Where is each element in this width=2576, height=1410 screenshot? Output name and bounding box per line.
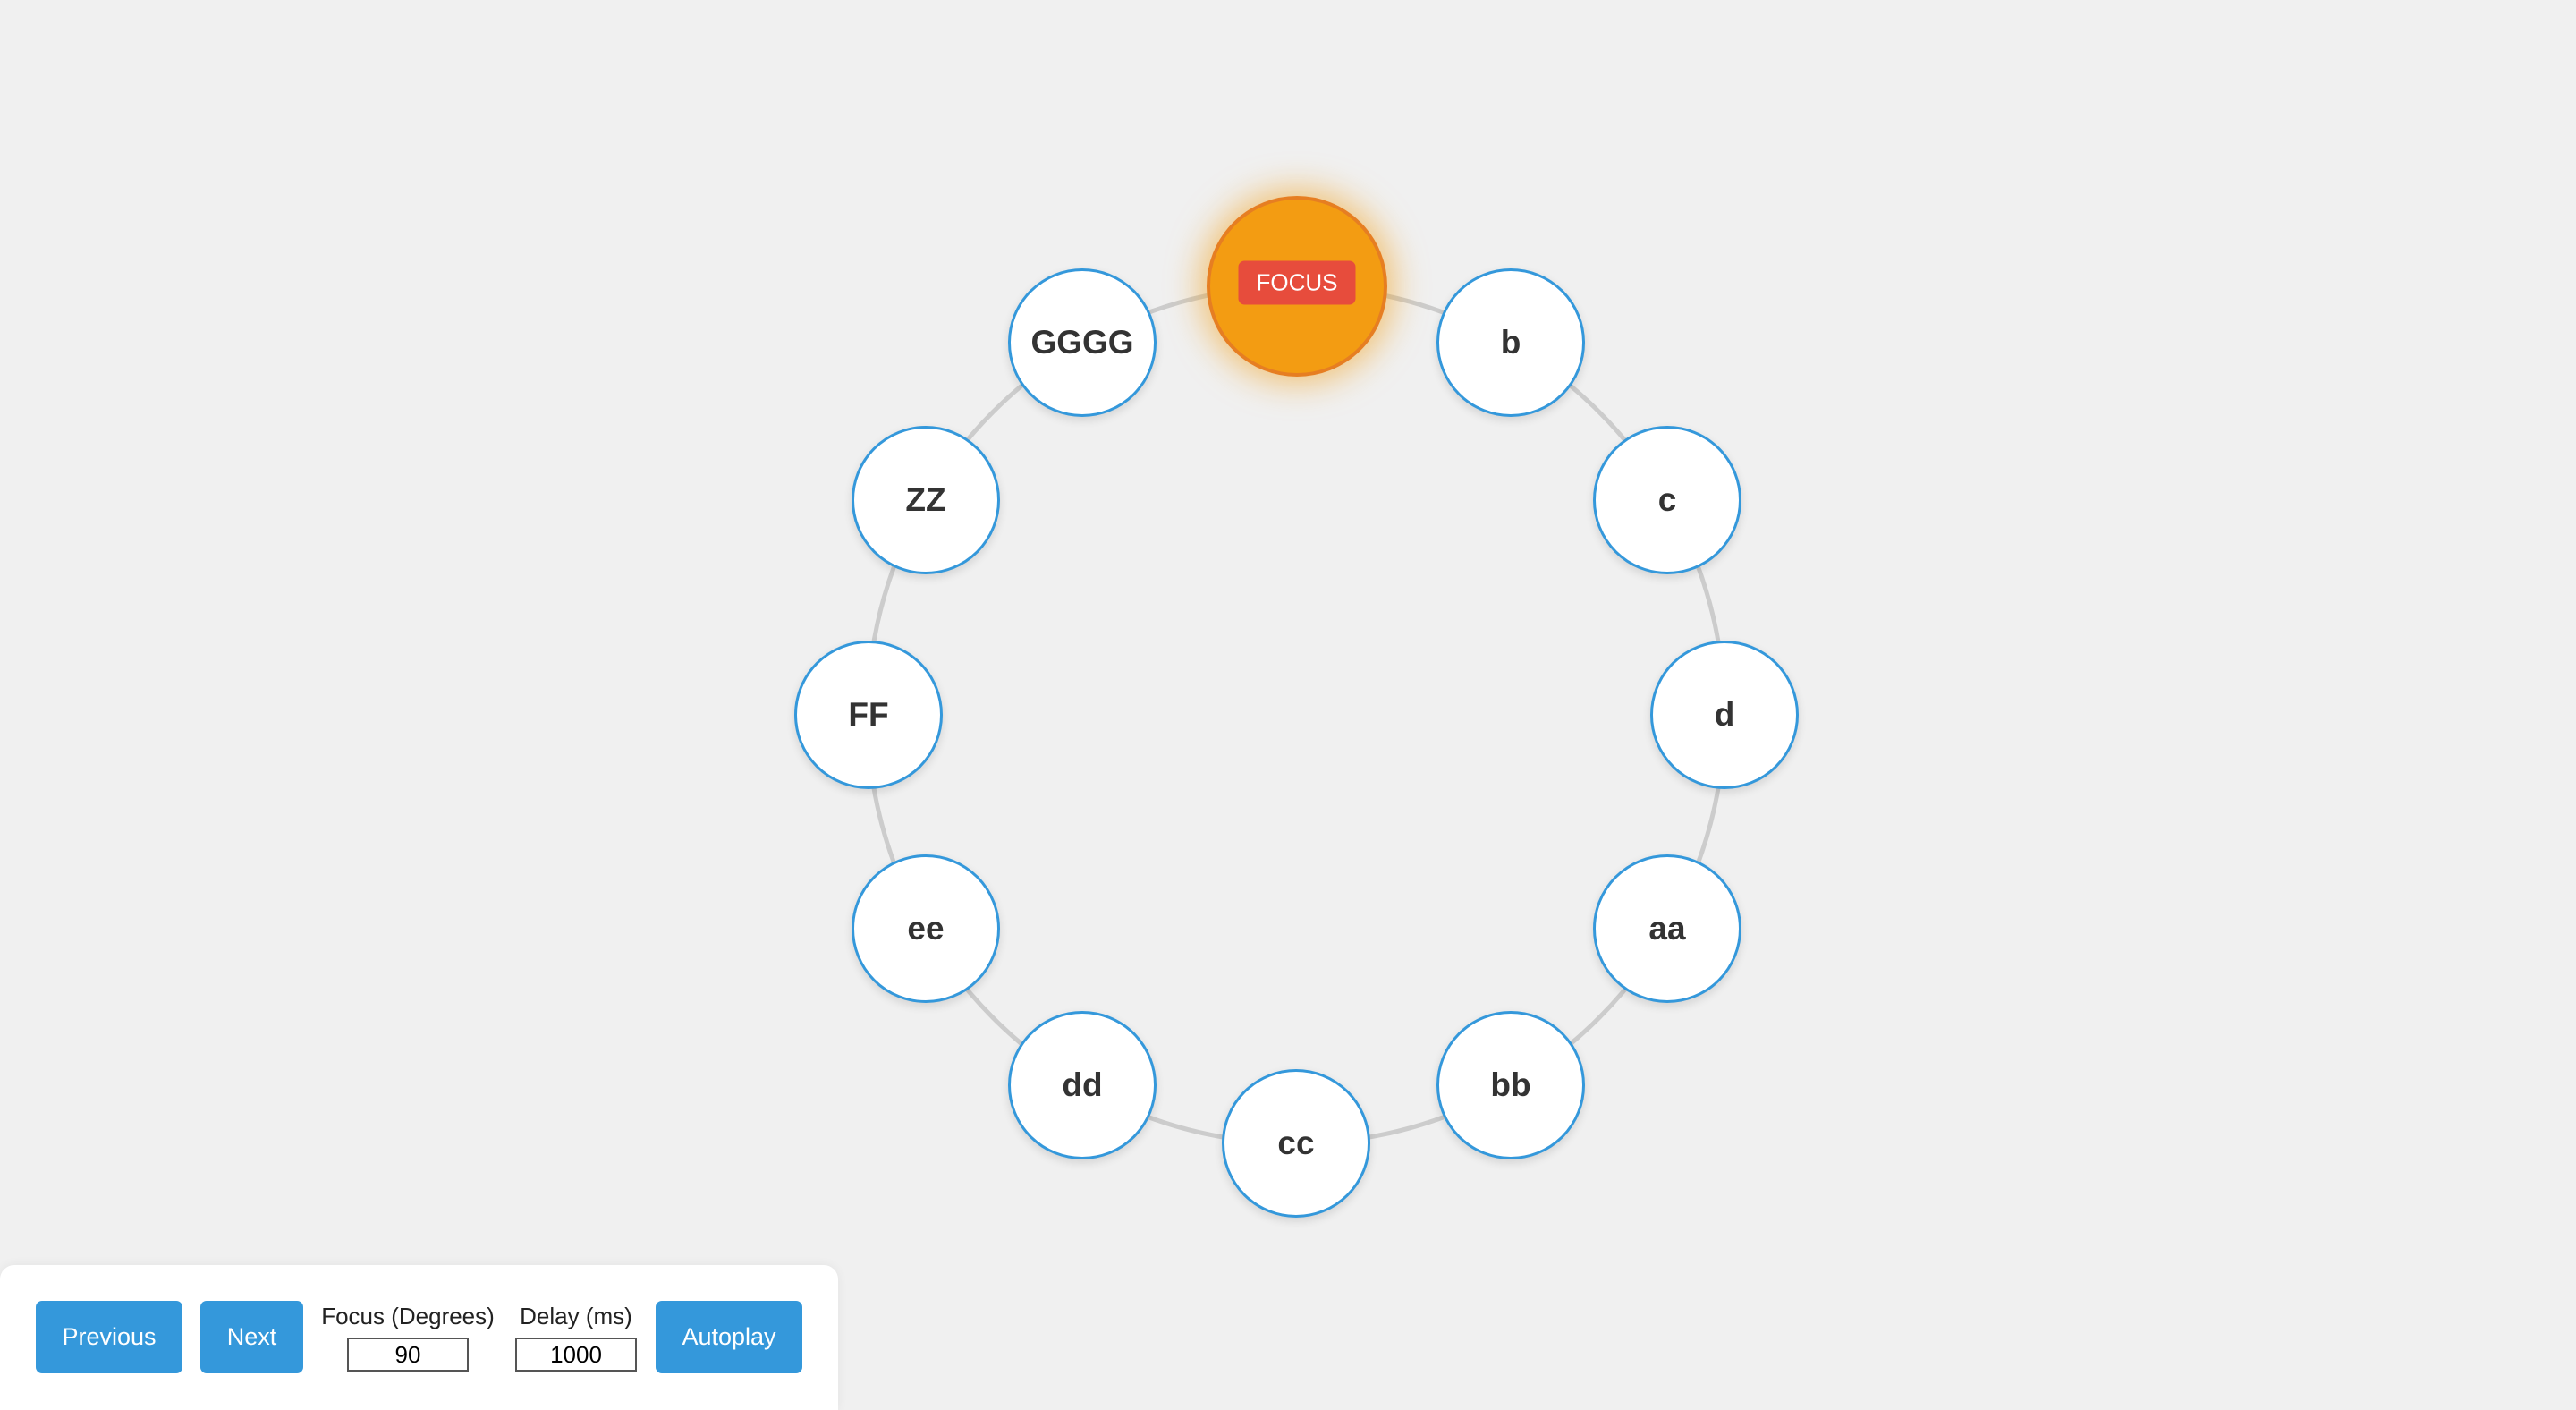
- node-label: d: [1714, 696, 1735, 733]
- autoplay-button[interactable]: Autoplay: [656, 1301, 802, 1373]
- node-c[interactable]: c: [1593, 426, 1741, 574]
- node-label: aa: [1648, 910, 1686, 947]
- node-bb[interactable]: bb: [1436, 1011, 1585, 1159]
- control-panel: Previous Next Focus (Degrees) Delay (ms)…: [0, 1265, 838, 1410]
- node-GGGG[interactable]: GGGG: [1008, 268, 1157, 417]
- node-focus[interactable]: FOCUS: [1207, 196, 1387, 377]
- node-dd[interactable]: dd: [1008, 1011, 1157, 1159]
- node-label: ZZ: [905, 481, 946, 518]
- node-label: cc: [1277, 1125, 1315, 1161]
- node-aa[interactable]: aa: [1593, 854, 1741, 1003]
- node-ee[interactable]: ee: [852, 854, 1000, 1003]
- node-label: bb: [1490, 1066, 1531, 1103]
- node-label: dd: [1062, 1066, 1103, 1103]
- delay-input[interactable]: [515, 1338, 637, 1372]
- focus-badge: FOCUS: [1238, 260, 1356, 305]
- node-label: FF: [848, 696, 889, 733]
- node-label: ee: [907, 910, 945, 947]
- node-b[interactable]: b: [1436, 268, 1585, 417]
- node-label: c: [1657, 481, 1677, 518]
- node-label: GGGG: [1030, 324, 1134, 361]
- ring-circle: [865, 284, 1727, 1146]
- focus-degrees-field: Focus (Degrees): [318, 1303, 498, 1372]
- node-cc[interactable]: cc: [1222, 1069, 1370, 1218]
- node-d[interactable]: d: [1650, 641, 1799, 789]
- node-ZZ[interactable]: ZZ: [852, 426, 1000, 574]
- focus-degrees-label: Focus (Degrees): [321, 1303, 495, 1329]
- node-FF[interactable]: FF: [794, 641, 943, 789]
- focus-degrees-input[interactable]: [347, 1338, 469, 1372]
- previous-button[interactable]: Previous: [36, 1301, 182, 1373]
- delay-label: Delay (ms): [520, 1303, 632, 1329]
- next-button[interactable]: Next: [200, 1301, 303, 1373]
- delay-field: Delay (ms): [513, 1303, 640, 1372]
- node-label: b: [1500, 324, 1521, 361]
